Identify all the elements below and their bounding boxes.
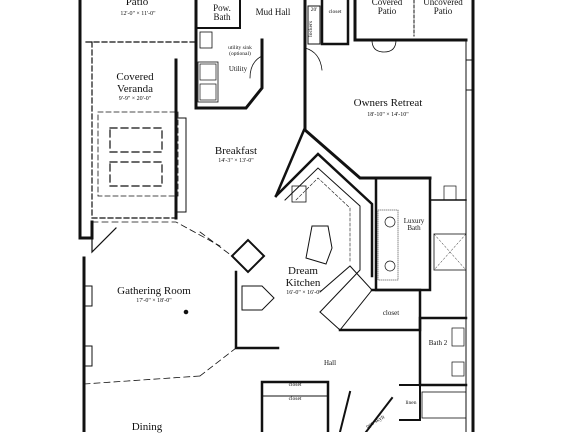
lockers-box bbox=[307, 5, 321, 45]
powder-bath-divider bbox=[195, 0, 241, 29]
label-dim-20: 20' bbox=[310, 7, 318, 13]
room-name-uncovered-patio: Uncovered Patio bbox=[423, 0, 463, 17]
gathering-room-angled bbox=[91, 221, 117, 254]
room-name-mud-hall: Mud Hall bbox=[255, 7, 291, 17]
room-name-bath2: Bath 2 bbox=[428, 339, 448, 347]
shower-x bbox=[433, 233, 467, 271]
label-linen: linen bbox=[405, 400, 417, 406]
mud-door-arc bbox=[304, 47, 323, 71]
room-name-covered-patio: Covered Patio bbox=[371, 0, 403, 17]
kitchen-island bbox=[305, 225, 333, 265]
toilet bbox=[199, 31, 213, 49]
room-name-hall: Hall bbox=[323, 359, 337, 367]
breakfast-kitchen-divider bbox=[199, 231, 233, 257]
lavatory-2 bbox=[384, 260, 396, 272]
bath2-tub bbox=[421, 391, 467, 419]
room-dims-gathering-room: 17'-0" × 18'-0" bbox=[136, 298, 172, 304]
label-lower-closet: closet bbox=[288, 382, 302, 388]
lower-closet-1 bbox=[260, 380, 330, 432]
label-mud-closet: closet bbox=[328, 9, 342, 15]
dining-divider bbox=[83, 375, 201, 385]
toilet-2 bbox=[443, 185, 457, 201]
label-lockers: lockers bbox=[308, 20, 315, 37]
patio-door-arcs bbox=[371, 39, 397, 53]
utility-door-arc bbox=[249, 55, 263, 79]
gathering-window-2 bbox=[83, 345, 93, 367]
mud-closet-walls bbox=[320, 0, 350, 46]
closet-walls bbox=[338, 288, 422, 332]
utility-sink bbox=[197, 61, 219, 103]
room-name-owners-retreat: Owners Retreat bbox=[353, 97, 423, 109]
stair-niche bbox=[241, 285, 275, 311]
room-dims-owners-retreat: 18'-10" × 14'-10" bbox=[367, 112, 409, 118]
bath2-toilet bbox=[451, 361, 465, 377]
room-name-patio: Patio bbox=[125, 0, 149, 8]
washer bbox=[199, 63, 217, 81]
owners-retreat-window bbox=[465, 59, 475, 91]
exterior-wall-left bbox=[78, 0, 94, 240]
room-dims-patio: 12'-0" × 11'-0" bbox=[120, 11, 156, 17]
hall-angled-wall bbox=[274, 128, 306, 198]
shower bbox=[433, 233, 467, 271]
gathering-room-opening bbox=[199, 347, 237, 377]
powder-bath-walls bbox=[194, 0, 264, 110]
bath-tile bbox=[377, 209, 399, 281]
room-name-covered-veranda: Covered Veranda bbox=[116, 71, 154, 95]
veranda-skylight-2 bbox=[109, 161, 163, 187]
gathering-room-wall-top bbox=[91, 221, 221, 247]
lavatory-1 bbox=[384, 216, 396, 228]
room-name-luxury-bath: Luxury Bath bbox=[403, 217, 425, 233]
covered-patio-wall bbox=[353, 0, 468, 42]
gathering-window-1 bbox=[83, 285, 93, 307]
kitchen-counter-inner bbox=[295, 177, 351, 263]
room-dims-dream-kitchen: 16'-0" × 16'-0" bbox=[286, 290, 322, 296]
breakfast-window-bay bbox=[175, 117, 187, 213]
veranda-beam bbox=[97, 111, 179, 197]
label-closet: closet bbox=[382, 309, 400, 317]
room-dims-breakfast: 14'-3" × 13'-0" bbox=[218, 158, 254, 164]
bath2-sink bbox=[451, 327, 465, 347]
gathering-room-fireplace bbox=[230, 238, 266, 274]
linen-closet bbox=[399, 384, 421, 421]
room-name-dream-kitchen: Dream Kitchen bbox=[285, 265, 321, 289]
label-lower-closet-2: closet bbox=[288, 396, 302, 402]
room-name-breakfast: Breakfast bbox=[214, 145, 258, 157]
room-name-powder-bath: Pow. Bath bbox=[213, 3, 231, 23]
kitchen-angled-wall bbox=[274, 152, 374, 278]
lower-angled-wall bbox=[338, 390, 394, 432]
room-name-utility: Utility bbox=[228, 65, 248, 73]
owners-retreat-wall-left bbox=[303, 76, 432, 180]
kitchen-counter bbox=[284, 167, 361, 313]
room-dims-covered-veranda: 9'-9" × 20'-0" bbox=[118, 96, 152, 102]
utility-sink-note: utility sink (optional) bbox=[228, 45, 252, 57]
luxury-bath-wall bbox=[374, 176, 432, 292]
veranda-skylight-1 bbox=[109, 127, 163, 153]
cooktop bbox=[291, 185, 307, 203]
room-name-gathering-room: Gathering Room bbox=[117, 285, 191, 297]
dryer bbox=[199, 83, 217, 101]
room-name-dining: Dining bbox=[131, 421, 163, 433]
veranda-dashed-wall bbox=[91, 41, 177, 219]
ceiling-fan bbox=[183, 309, 189, 315]
